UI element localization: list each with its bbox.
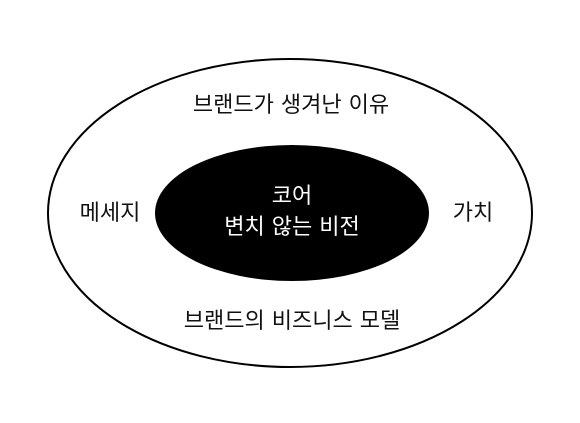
outer-ellipse: [47, 58, 533, 368]
right-label: 가치: [453, 201, 493, 226]
bottom-label: 브랜드의 비즈니스 모델: [184, 309, 400, 334]
top-label: 브랜드가 생겨난 이유: [193, 93, 389, 118]
core-ellipse: [155, 145, 429, 281]
left-label: 메세지: [80, 201, 141, 226]
core-subtitle: 변치 않는 비전: [224, 215, 359, 240]
core-title: 코어: [272, 184, 312, 209]
